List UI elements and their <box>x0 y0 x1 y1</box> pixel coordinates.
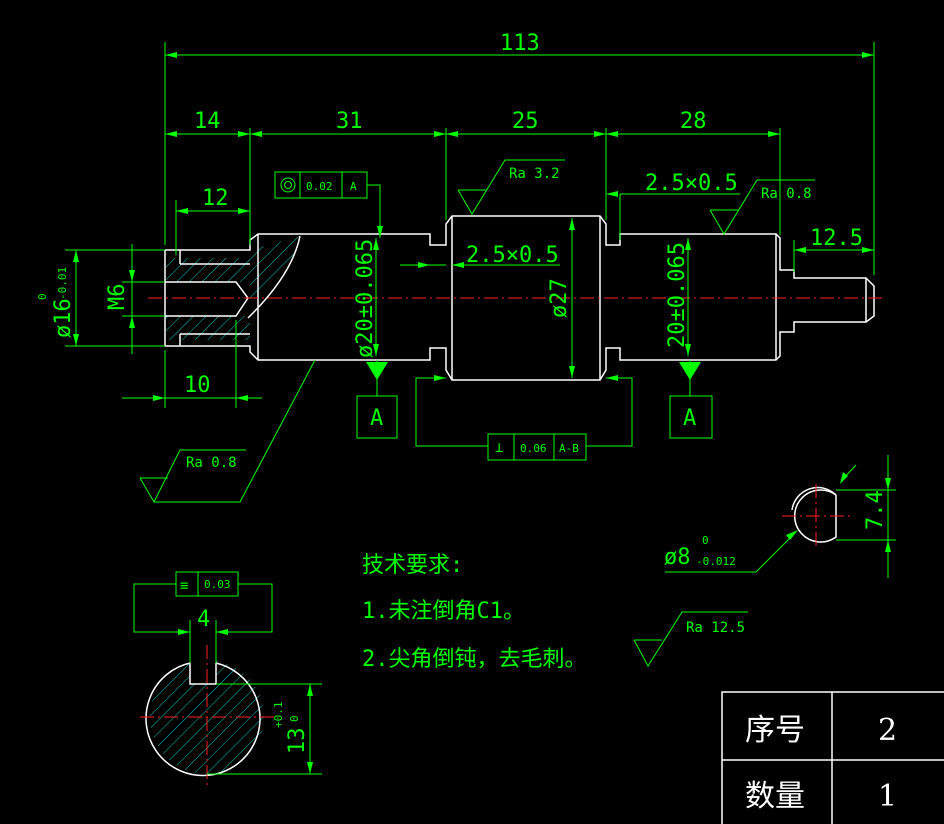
chamfer-mid: 2.5×0.5 <box>400 243 560 268</box>
notes-title: 技术要求: <box>362 553 463 578</box>
perpendicularity-frame: ⊥ 0.06 A-B <box>415 375 633 461</box>
svg-text:20±0.065: 20±0.065 <box>665 242 690 348</box>
svg-text:A: A <box>683 406 696 431</box>
svg-text:0: 0 <box>36 293 49 300</box>
svg-text:⊥: ⊥ <box>495 440 503 456</box>
note-1: 1.未注倒角C1。 <box>362 599 525 624</box>
svg-text:0: 0 <box>702 534 709 547</box>
dim-thread-len: 10 <box>122 320 262 408</box>
svg-text:0.06: 0.06 <box>520 442 547 455</box>
dia-left-main: ø20±0.065 <box>353 238 379 358</box>
svg-text:A-B: A-B <box>559 442 579 455</box>
svg-text:ø20±0.065: ø20±0.065 <box>353 239 378 358</box>
thread-m6: M6 <box>105 244 165 354</box>
svg-text:0.02: 0.02 <box>306 180 333 193</box>
svg-text:-0.012: -0.012 <box>696 555 736 568</box>
keyway-section: ≡ 0.03 4 13 +0.1 0 <box>133 571 322 785</box>
svg-text:ø8: ø8 <box>664 545 691 570</box>
roughness-top: Ra 3.2 <box>457 159 565 215</box>
svg-text:Ra 3.2: Ra 3.2 <box>509 166 560 182</box>
seq-value: 2 <box>878 713 897 748</box>
svg-text:-0.01: -0.01 <box>56 267 69 300</box>
svg-text:≡: ≡ <box>180 578 188 594</box>
roughness-general: Ra 12.5 <box>633 611 748 667</box>
svg-text:ø16: ø16 <box>51 298 76 338</box>
dim-chamfer-top: 2.5×0.5 <box>645 171 738 196</box>
svg-text:A: A <box>370 406 383 431</box>
svg-text:Ra 12.5: Ra 12.5 <box>686 620 745 636</box>
qty-value: 1 <box>878 779 897 814</box>
svg-text:M6: M6 <box>105 284 130 311</box>
dim-seg3: 25 <box>512 109 539 134</box>
roughness-left: Ra 0.8 <box>139 359 316 504</box>
svg-text:Ra 0.8: Ra 0.8 <box>186 455 237 471</box>
technical-notes: 技术要求: 1.未注倒角C1。 2.尖角倒钝，去毛刺。 <box>362 553 587 672</box>
top-dimensions: 113 14 31 25 28 12 2.5×0.5 12.5 <box>164 31 875 275</box>
svg-text:A: A <box>350 180 357 193</box>
svg-text:7.4: 7.4 <box>863 490 888 530</box>
dim-bore-depth: 12 <box>202 186 229 211</box>
dia-mid: ø27 <box>547 218 575 378</box>
svg-text:Ra 0.8: Ra 0.8 <box>761 186 812 202</box>
shaft-outline <box>164 215 875 381</box>
svg-text:+0.1: +0.1 <box>272 702 285 729</box>
datum-right: A <box>669 360 713 439</box>
svg-text:13: 13 <box>285 728 310 755</box>
concentricity-frame: 0.02 A <box>274 171 383 238</box>
roughness-right: Ra 0.8 <box>709 179 815 235</box>
dim-seg2: 31 <box>336 109 363 134</box>
svg-text:2.5×0.5: 2.5×0.5 <box>466 243 559 268</box>
title-block: 序号 2 数量 1 <box>721 691 944 824</box>
note-2: 2.尖角倒钝，去毛刺。 <box>362 647 587 672</box>
datum-left: A <box>356 360 398 439</box>
svg-text:ø27: ø27 <box>547 278 572 318</box>
svg-text:10: 10 <box>184 373 211 398</box>
dim-seg1: 14 <box>194 109 221 134</box>
seq-label: 序号 <box>745 713 805 748</box>
svg-text:4: 4 <box>197 607 210 632</box>
svg-text:0: 0 <box>288 715 301 722</box>
dim-seg4: 28 <box>680 109 707 134</box>
dim-overall: 113 <box>500 31 540 56</box>
qty-label: 数量 <box>745 779 805 814</box>
dia-right: 20±0.065 <box>665 238 691 356</box>
dim-tip: 12.5 <box>810 226 863 251</box>
svg-text:0.03: 0.03 <box>204 578 231 591</box>
pin-section: 7.4 ø8 0 -0.012 <box>664 455 896 578</box>
dia-outer-left: ø16 0 -0.01 <box>36 249 165 347</box>
